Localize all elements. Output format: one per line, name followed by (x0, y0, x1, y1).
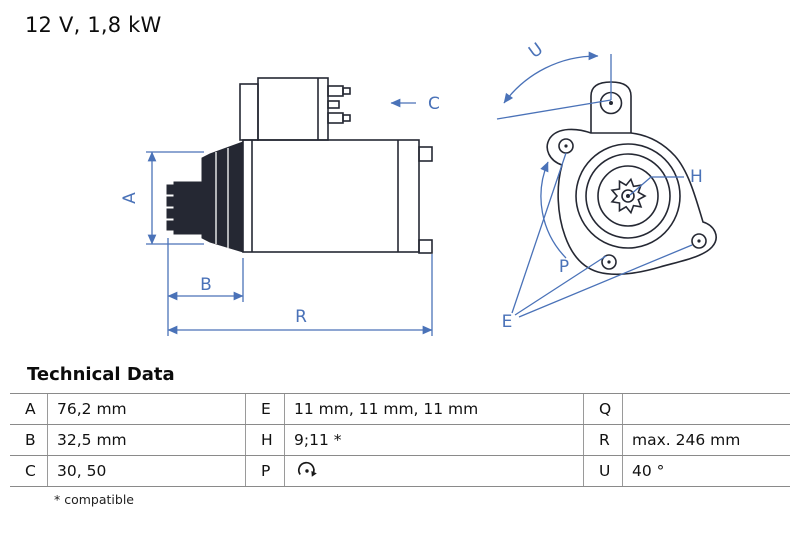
dim-leader-e3 (518, 244, 693, 318)
technical-data-section: Technical Data A 76,2 mm E 11 mm, 11 mm,… (0, 352, 800, 507)
spec-value-b: 32,5 mm (57, 431, 127, 449)
bolt-hole-bottom (601, 254, 617, 270)
spec-label-c: C (10, 456, 48, 486)
rear-stud-top (418, 146, 433, 162)
spec-value-a: 76,2 mm (57, 400, 127, 418)
spec-label-a: A (10, 394, 48, 424)
dim-arc-u (503, 51, 599, 104)
rotation-direction-icon (297, 461, 317, 477)
dim-leader-e2 (514, 255, 607, 316)
spec-value-q (623, 394, 790, 424)
dim-label-u: U (525, 39, 547, 63)
dim-label-p: P (559, 257, 569, 277)
spec-label-u: U (583, 456, 623, 486)
spec-value-u: 40 ° (632, 462, 665, 480)
rear-stud-bottom (418, 239, 433, 254)
dim-label-r: R (295, 307, 307, 327)
table-row: C 30, 50 P U 40 ° (10, 455, 790, 486)
spec-value-e: 11 mm, 11 mm, 11 mm (294, 400, 479, 418)
starter-motor-technical-drawing: A B C R U H P E (120, 39, 717, 336)
compatibility-footnote: * compatible (54, 492, 134, 507)
spec-value-p (285, 456, 583, 486)
spec-value-h: 9;11 * (294, 431, 342, 449)
mounting-flange (546, 128, 717, 275)
spec-label-b: B (10, 425, 48, 455)
motor-body (242, 139, 420, 253)
side-view-outlines (239, 77, 433, 254)
spec-label-h: H (245, 425, 285, 455)
spec-value-c: 30, 50 (57, 462, 107, 480)
technical-data-title: Technical Data (27, 364, 175, 385)
dim-label-c: C (428, 94, 440, 114)
drive-end-housing (201, 141, 244, 253)
dim-leader-h (629, 176, 684, 196)
dim-leader-e1 (511, 152, 567, 314)
table-row: A 76,2 mm E 11 mm, 11 mm, 11 mm Q (10, 393, 790, 424)
spec-value-r: max. 246 mm (632, 431, 741, 449)
solenoid-bracket (239, 83, 259, 141)
side-view-dimensions (146, 98, 433, 336)
spec-label-p: P (245, 456, 285, 486)
dim-label-e: E (502, 312, 513, 332)
pinion-gear-front (610, 177, 647, 215)
pinion-gear (173, 181, 203, 235)
solenoid-terminals (327, 85, 351, 124)
bolt-hole-right (691, 233, 707, 249)
front-view-dots (564, 101, 701, 264)
dim-label-a: A (120, 192, 140, 204)
power-rating: 12 V, 1,8 kW (25, 13, 162, 37)
side-view-filled-parts (166, 141, 244, 253)
spec-label-q: Q (583, 394, 623, 424)
nose-ring-lines (215, 148, 229, 248)
table-row: B 32,5 mm H 9;11 * R max. 246 mm (10, 424, 790, 455)
spec-label-r: R (583, 425, 623, 455)
technical-data-table: A 76,2 mm E 11 mm, 11 mm, 11 mm Q B 32,5… (10, 393, 790, 487)
spec-label-e: E (245, 394, 285, 424)
front-view-dimensions (496, 51, 693, 318)
dim-arc-p (540, 161, 567, 259)
dim-label-b: B (200, 275, 212, 295)
dim-label-h: H (690, 167, 703, 187)
